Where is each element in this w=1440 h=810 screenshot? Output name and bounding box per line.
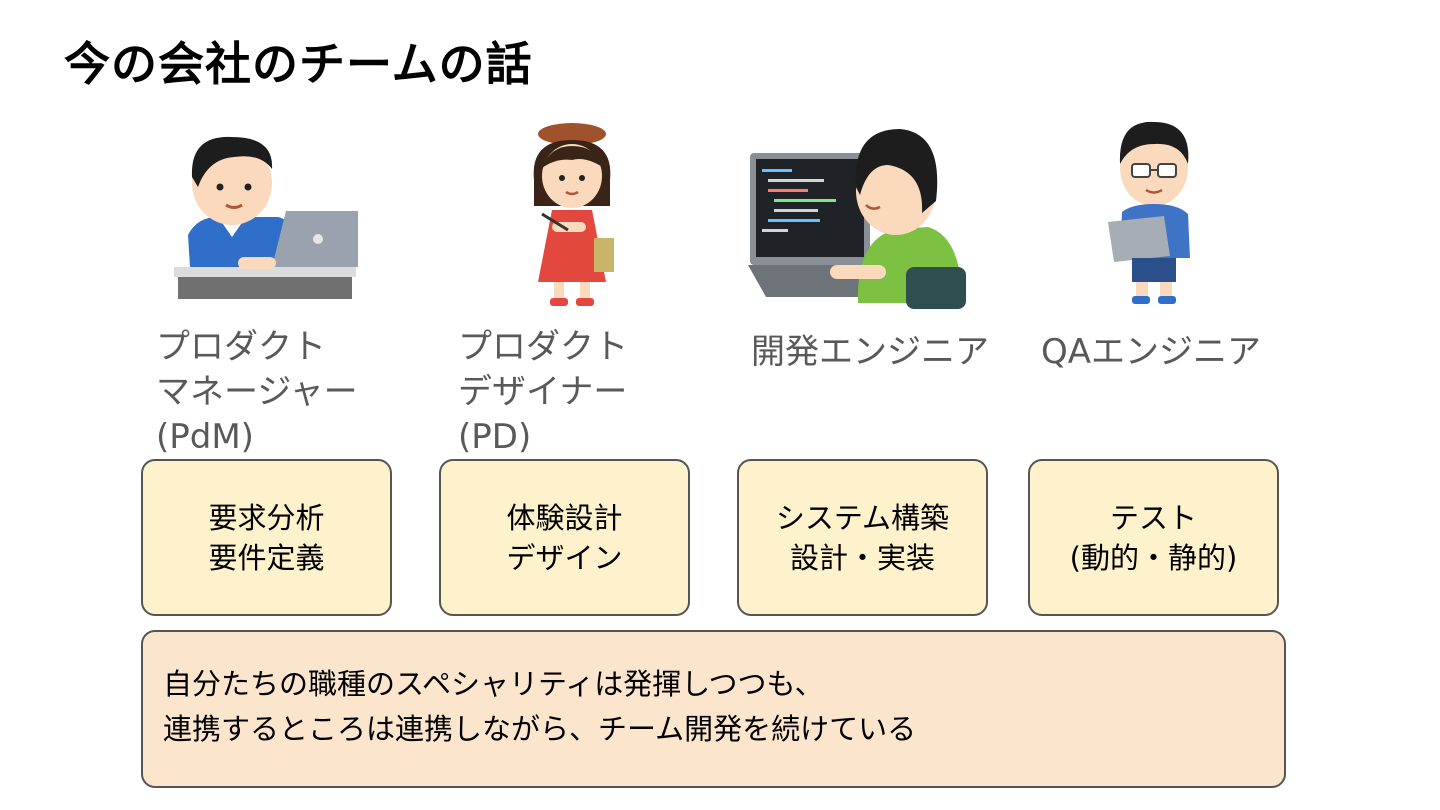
qa-engineer-tablet-illustration [1108, 121, 1190, 304]
task-line: 体験設計 [506, 500, 623, 535]
role-label-pdm: プロダクト マネージャー (PdM) [156, 325, 358, 460]
task-line: システム構築 [775, 500, 950, 535]
role-label-line: (PdM) [156, 417, 254, 457]
task-line: 要件定義 [208, 540, 325, 575]
summary-line: 連携するところは連携しながら、チーム開発を続けている [163, 712, 917, 746]
product-designer-beret-illustration [533, 123, 614, 306]
role-label-developer: 開発エンジニア [751, 330, 989, 375]
task-line: (動的・静的) [1069, 540, 1238, 575]
task-line: 設計・実装 [789, 540, 935, 575]
summary-box: 自分たちの職種のスペシャリティは発揮しつつも、 連携するところは連携しながら、チ… [141, 630, 1286, 788]
role-label-pd: プロダクト デザイナー (PD) [458, 325, 628, 460]
role-label-line: QAエンジニア [1041, 332, 1262, 372]
role-label-qa: QAエンジニア [1041, 330, 1261, 375]
product-manager-laptop-illustration [174, 136, 358, 299]
role-label-line: (PD) [458, 417, 532, 457]
role-label-line: プロダクト [156, 327, 326, 367]
task-box-qa: テスト (動的・静的) [1028, 459, 1279, 616]
task-line: テスト [1109, 500, 1197, 535]
task-line: 要求分析 [208, 500, 325, 535]
task-box-pdm: 要求分析 要件定義 [141, 459, 392, 616]
summary-line: 自分たちの職種のスペシャリティは発揮しつつも、 [163, 667, 824, 701]
developer-coding-illustration [748, 129, 966, 309]
task-line: デザイン [506, 540, 623, 575]
role-label-line: 開発エンジニア [751, 332, 989, 372]
task-box-developer: システム構築 設計・実装 [737, 459, 988, 616]
role-label-line: プロダクト [458, 327, 628, 367]
slide-title: 今の会社のチームの話 [64, 37, 533, 91]
role-label-line: デザイナー [458, 372, 628, 412]
task-box-pd: 体験設計 デザイン [439, 459, 690, 616]
role-label-line: マネージャー [156, 372, 358, 412]
